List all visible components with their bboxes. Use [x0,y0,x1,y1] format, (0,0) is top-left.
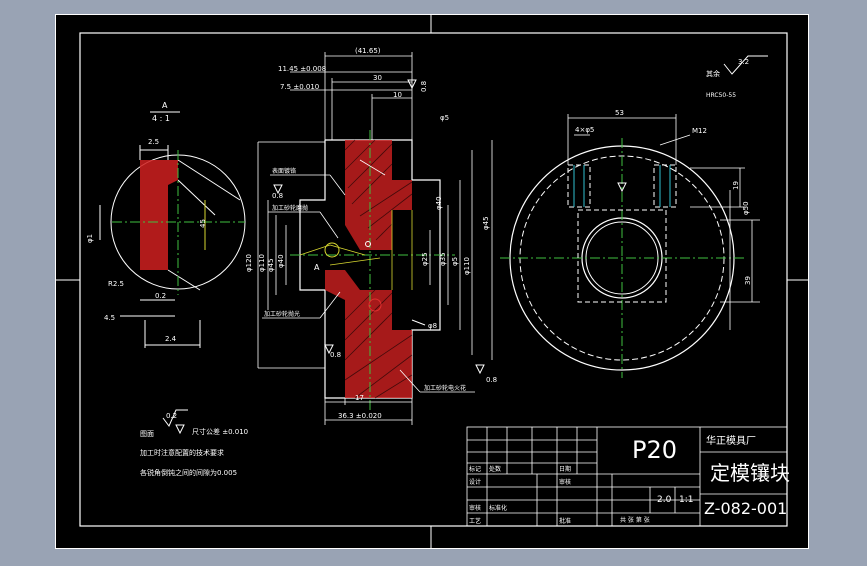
note-grind: 加工砂轮抛光 [264,310,300,318]
tb-drawing-no: Z-082-001 [704,499,787,518]
dim-11-45: 11.45 ±0.008 [278,65,326,73]
svg-text:φ120: φ120 [245,254,253,272]
tech-heading: 图面 [140,430,154,438]
svg-text:标准化: 标准化 [489,504,507,512]
tb-weight: 2.0 [657,495,672,505]
tech-note-1: 加工时注意配置的技术要求 [140,448,224,457]
detail-scale: 4 : 1 [152,114,170,123]
section-view: (41.65) 11.45 ±0.008 30 7.5 ±0.010 10 0.… [245,47,497,425]
svg-text:φ45: φ45 [267,258,275,272]
svg-text:φ5: φ5 [440,114,449,122]
tech-notes: 0.2 图面 尺寸公差 ±0.010 加工时注意配置的技术要求 各锐角倒钝之间的… [140,409,248,477]
svg-text:0.8: 0.8 [420,81,428,92]
dim-7-5: 7.5 ±0.010 [280,83,319,91]
svg-text:φ110: φ110 [258,254,266,272]
svg-text:φ8: φ8 [428,322,437,330]
svg-text:0.8: 0.8 [486,376,497,384]
detail-dim-1: 2.5 [148,138,159,146]
tech-tolerance: 尺寸公差 ±0.010 [192,427,248,436]
detail-dim-6: φ1 [86,234,94,243]
drawing-sheet [55,14,809,549]
dim-17: 17 [355,394,364,402]
svg-text:3.2: 3.2 [738,58,749,66]
svg-text:日期: 日期 [559,465,571,473]
note-grind-polish: 加工砂轮磨抛 [272,204,308,212]
svg-text:工艺: 工艺 [469,517,481,525]
svg-text:审核: 审核 [559,478,571,486]
detail-dim-2: R2.5 [108,280,124,288]
tb-scale: 1:1 [679,495,693,505]
dim-53: 53 [615,109,624,117]
title-block [466,426,788,527]
detail-dim-3: 0.2 [155,292,166,300]
svg-text:批准: 批准 [559,517,571,525]
svg-text:审核: 审核 [469,504,481,512]
tb-part-name: 定模镶块 [710,461,790,485]
svg-text:φ40: φ40 [435,196,443,210]
outer-frame [55,14,809,549]
dim-39: 39 [744,276,752,285]
dim-19: 19 [732,181,740,190]
svg-text:HRC50-55: HRC50-55 [706,92,736,99]
note-chrome: 表面镀铬 [272,167,296,175]
detail-view-a: A 4 : 1 2.5 R2.5 0.2 4.5 2.4 φ1 45 [86,101,246,348]
svg-text:φ5: φ5 [451,257,459,266]
tb-row-labels: 标记 处数 设计 审核 工艺 标准化 批准 日期 审核 [469,465,571,525]
svg-text:0.8: 0.8 [272,192,283,200]
tech-note-2: 各锐角倒钝之间的间隙为0.005 [140,468,237,477]
dim-10: 10 [393,91,402,99]
svg-text:其余: 其余 [706,69,720,78]
svg-text:φ25: φ25 [421,252,429,266]
svg-text:φ35: φ35 [439,252,447,266]
dim-30: 30 [373,74,382,82]
svg-text:处数: 处数 [489,465,501,473]
svg-text:φ110: φ110 [463,257,471,275]
dim-phi50: φ50 [742,201,750,215]
detail-label: A [162,101,168,110]
dim-41-65: (41.65) [355,47,381,55]
svg-text:设计: 设计 [469,478,481,486]
section-label-a: A [314,263,320,272]
tb-footer: 共 张 第 张 [620,516,650,524]
svg-text:φ40: φ40 [277,254,285,268]
svg-text:0.8: 0.8 [330,351,341,359]
detail-dim-5: 2.4 [165,335,177,343]
top-view: 53 4×φ5 M12 19 φ50 39 [500,109,760,378]
centring-marks [55,14,809,549]
dim-m12: M12 [692,127,707,135]
dim-36-3: 36.3 ±0.020 [338,412,382,420]
tb-company: 华正模具厂 [706,434,756,447]
svg-text:φ45: φ45 [482,216,490,230]
tb-material: P20 [632,436,677,464]
note-edm: 加工砂轮电火花 [424,384,466,392]
detail-dim-7: 45 [199,219,207,228]
dim-4-phi5: 4×φ5 [575,126,594,134]
tech-roughness: 0.2 [166,412,177,420]
roughness-other: 其余 HRC50-55 3.2 [706,55,768,99]
svg-text:标记: 标记 [469,465,481,473]
detail-dim-4: 4.5 [104,314,115,322]
